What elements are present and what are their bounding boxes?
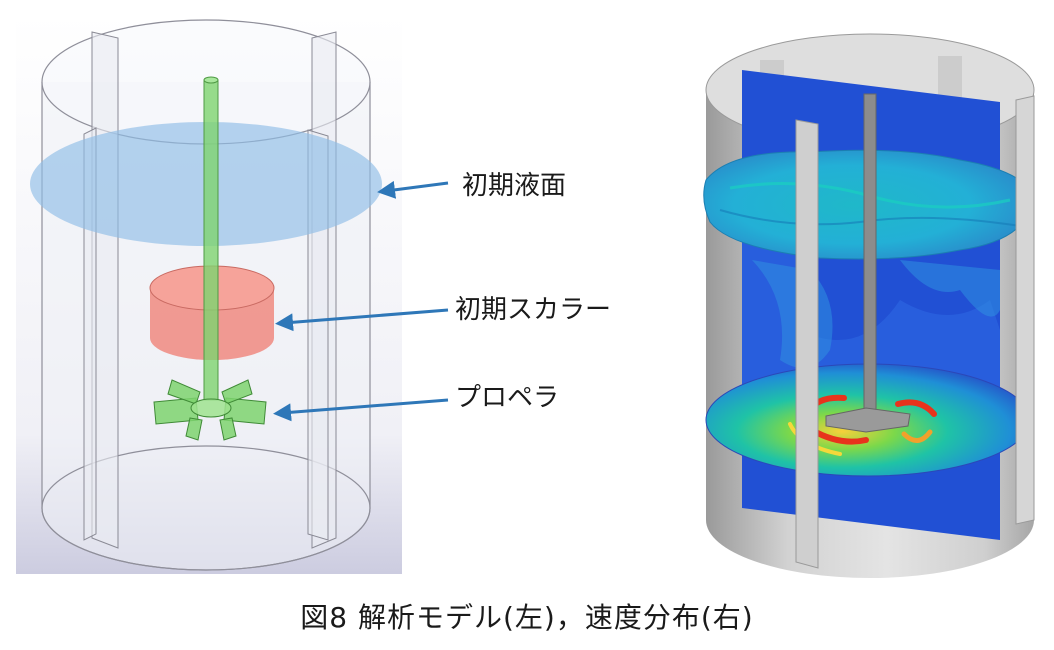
arrow-propeller bbox=[273, 398, 449, 422]
baffle-front-right bbox=[1015, 95, 1035, 525]
label-initial-scalar: 初期スカラー bbox=[455, 295, 611, 325]
velocity-distribution-panel bbox=[703, 33, 1035, 578]
arrow-liquid-surface bbox=[377, 180, 449, 199]
propeller bbox=[153, 379, 267, 441]
shaft bbox=[203, 79, 219, 401]
analysis-model-panel: 初期液面 初期スカラー プロペラ bbox=[16, 14, 611, 574]
arrow-scalar bbox=[275, 308, 449, 332]
figure-caption: 図8 解析モデル(左)，速度分布(右) bbox=[300, 601, 754, 634]
impeller bbox=[825, 407, 911, 433]
label-initial-liquid-surface: 初期液面 bbox=[462, 171, 566, 201]
shaft bbox=[863, 93, 877, 417]
baffle-front-left bbox=[795, 119, 819, 569]
label-propeller: プロペラ bbox=[455, 383, 559, 413]
high-velocity-jets bbox=[788, 394, 937, 456]
